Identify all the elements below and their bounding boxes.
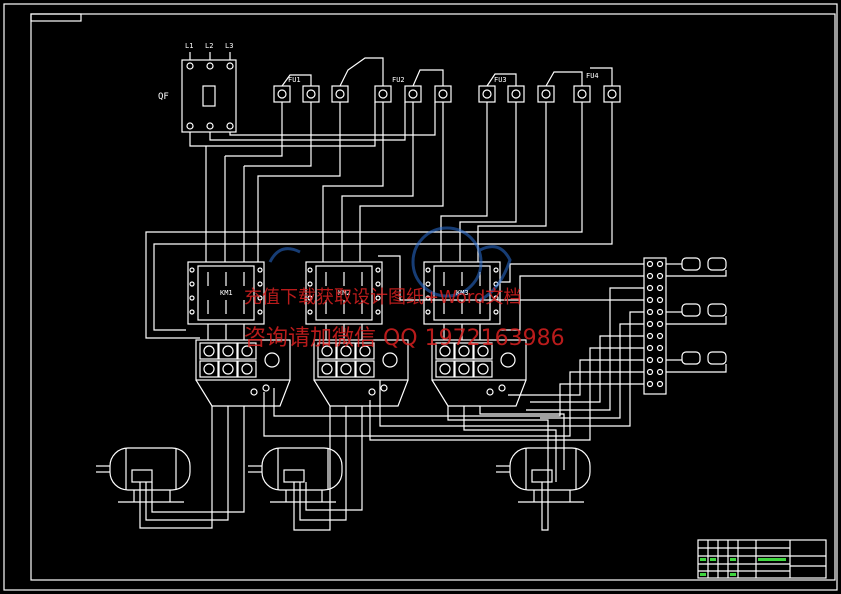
pole-label-l3: L3 — [225, 42, 234, 50]
contactor-3 — [423, 261, 501, 325]
title-block-marks — [700, 558, 786, 576]
fuse-label-3: FU3 — [494, 76, 507, 84]
pole-label-l2: L2 — [205, 42, 214, 50]
contactor-label-3: KM3 — [456, 289, 469, 297]
watermark-line-2: 咨询请加微信 QQ 1972163986 — [244, 326, 565, 351]
fuse-row — [273, 57, 621, 103]
thermal-relay-1 — [195, 339, 291, 407]
control-wiring — [263, 255, 644, 441]
thermal-relay-2 — [313, 339, 409, 407]
motor-2 — [248, 447, 343, 503]
inner-border — [30, 13, 836, 581]
watermark-line-1: 充值下载获取设计图纸+Word文档 — [244, 287, 522, 308]
watermark-logo — [268, 226, 512, 302]
fuse-label-4: FU4 — [586, 72, 599, 80]
thermal-relay-3 — [431, 339, 527, 407]
outer-border — [3, 3, 838, 591]
top-left-tab — [30, 13, 82, 22]
pole-label-l1: L1 — [185, 42, 194, 50]
terminal-strip — [643, 257, 667, 395]
fuse-label-2: FU2 — [392, 76, 405, 84]
breaker-label: QF — [158, 92, 169, 102]
feeder-wiring — [145, 102, 613, 339]
motor-3 — [496, 447, 591, 503]
contactor-label-1: KM1 — [220, 289, 233, 297]
main-breaker-qf — [181, 52, 237, 133]
fuse-label-1: FU1 — [288, 76, 301, 84]
motor-1 — [96, 447, 191, 503]
title-block — [697, 539, 827, 579]
contactor-relay-links — [207, 324, 481, 340]
push-buttons — [666, 257, 727, 373]
contactor-label-2: KM2 — [338, 289, 351, 297]
motor-wiring — [139, 406, 565, 531]
